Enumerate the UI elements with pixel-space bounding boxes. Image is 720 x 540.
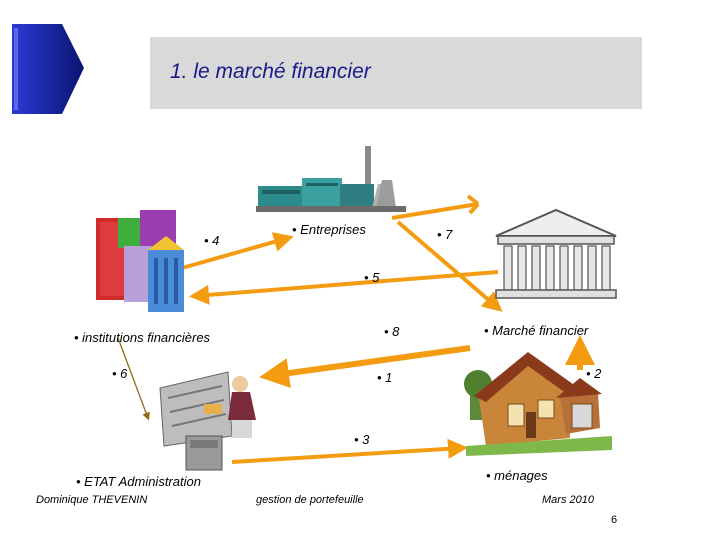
flow-arrow-6: [117, 337, 150, 421]
office-buildings-illustration: [96, 210, 184, 312]
flow-number-2: • 2: [586, 366, 602, 381]
footer-subject: gestion de portefeuille: [256, 494, 364, 506]
flow-number-4: • 4: [204, 233, 220, 248]
flow-number-8: • 8: [384, 324, 400, 339]
office-worker-illustration: [159, 371, 256, 471]
flow-number-5: • 5: [364, 270, 380, 285]
flow-arrow-7: [391, 202, 479, 220]
label-marche-financier: • Marché financier: [484, 323, 589, 338]
chevron-logo-icon: [12, 24, 84, 114]
flow-arrow-1: [259, 345, 471, 388]
page-number: 6: [611, 514, 618, 526]
flow-arrow-5: [189, 270, 499, 305]
flow-arrow-3: [231, 438, 468, 464]
flow-number-1: • 1: [377, 370, 393, 385]
house-illustration: [464, 352, 612, 456]
factory-illustration: [256, 146, 406, 212]
label-entreprises: • Entreprises: [292, 222, 366, 237]
bank-building-illustration: [495, 208, 617, 299]
label-institutions-financieres: • institutions financières: [74, 330, 211, 345]
footer-author: Dominique THEVENIN: [36, 494, 148, 506]
flow-number-3: • 3: [354, 432, 370, 447]
flow-number-7: • 7: [437, 227, 453, 242]
flow-number-6: • 6: [112, 366, 128, 381]
slide-title: 1. le marché financier: [170, 60, 371, 83]
flow-arrow-4: [167, 232, 294, 274]
title-band: [150, 37, 642, 109]
footer-date: Mars 2010: [542, 494, 594, 506]
label-etat-administration: • ETAT Administration: [76, 474, 201, 489]
flow-arrow-8: [396, 220, 503, 312]
label-menages: • ménages: [486, 468, 548, 483]
